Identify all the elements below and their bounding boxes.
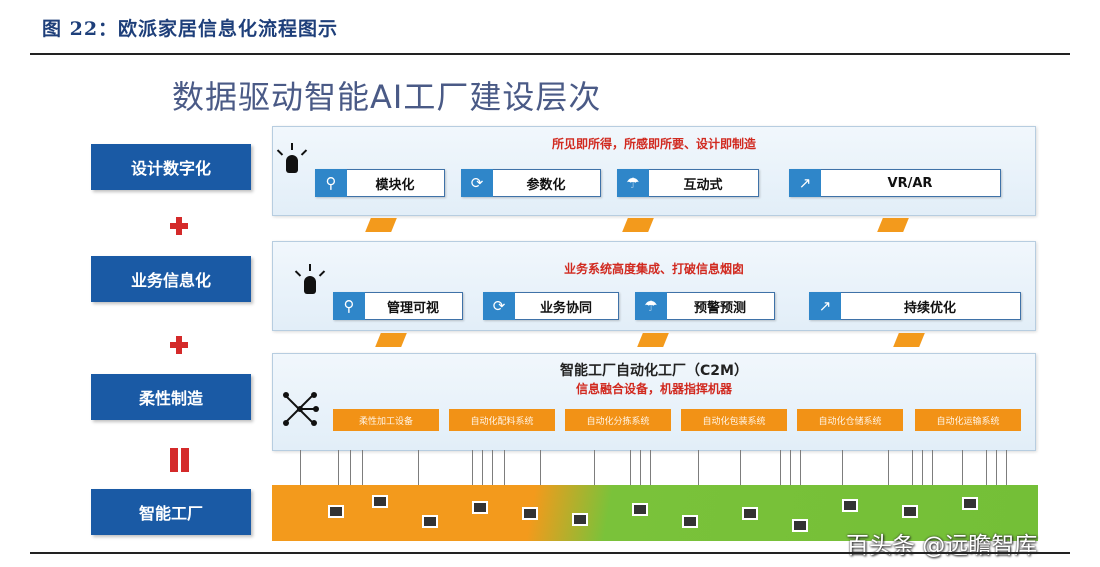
connector-arrow	[877, 218, 909, 232]
machine-icon	[422, 515, 438, 528]
connector-arrow	[375, 333, 407, 347]
panel-design-layer: 所见即所得，所感即所要、设计即制造 ⚲ 模块化 ⟳ 参数化 ☂ 互动式 ↗ VR…	[272, 126, 1036, 216]
search-icon: ⚲	[315, 169, 347, 197]
item-continuous-optimization: ↗ 持续优化	[809, 292, 1021, 320]
system-auto-batching: 自动化配料系统	[449, 409, 555, 431]
lightbulb-icon	[276, 143, 308, 177]
figure-caption: 图 22：欧派家居信息化流程图示	[42, 18, 339, 40]
factory-floor-image	[272, 485, 1038, 541]
label-smart-factory: 智能工厂	[91, 489, 251, 535]
system-auto-sorting: 自动化分拣系统	[565, 409, 671, 431]
item-modular: ⚲ 模块化	[315, 169, 445, 197]
machine-icon	[522, 507, 538, 520]
connector-arrow	[637, 333, 669, 347]
machine-icon	[902, 505, 918, 518]
item-business-collaboration: ⟳ 业务协同	[483, 292, 619, 320]
machine-icon	[472, 501, 488, 514]
machine-icon	[632, 503, 648, 516]
plus-icon	[168, 215, 190, 237]
umbrella-icon: ☂	[635, 292, 667, 320]
plus-icon	[168, 334, 190, 356]
item-warning-forecast: ☂ 预警预测	[635, 292, 775, 320]
connector-arrow	[365, 218, 397, 232]
system-flexible-processing: 柔性加工设备	[333, 409, 439, 431]
connector-arrow	[893, 333, 925, 347]
top-rule	[30, 53, 1070, 55]
umbrella-icon: ☂	[617, 169, 649, 197]
system-auto-packaging: 自动化包装系统	[681, 409, 787, 431]
item-parametric: ⟳ 参数化	[461, 169, 601, 197]
c2m-subtitle: 信息融合设备，机器指挥机器	[575, 382, 732, 396]
label-flexible-manufacturing: 柔性制造	[91, 374, 251, 420]
machine-icon	[792, 519, 808, 532]
line-chart-icon: ↗	[809, 292, 841, 320]
bottom-rule	[30, 552, 1070, 554]
machine-icon	[328, 505, 344, 518]
line-chart-icon: ↗	[789, 169, 821, 197]
item-visual-management: ⚲ 管理可视	[333, 292, 463, 320]
panel-business-layer: 业务系统高度集成、打破信息烟囱 ⚲ 管理可视 ⟳ 业务协同 ☂ 预警预测 ↗ 持…	[272, 241, 1036, 331]
machine-icon	[372, 495, 388, 508]
layer-subtitle: 业务系统高度集成、打破信息烟囱	[563, 262, 744, 276]
machine-icon	[842, 499, 858, 512]
label-design-digitalization: 设计数字化	[91, 144, 251, 190]
pause-icon	[168, 448, 190, 472]
system-auto-transport: 自动化运输系统	[915, 409, 1021, 431]
label-business-informatization: 业务信息化	[91, 256, 251, 302]
layer-subtitle: 所见即所得，所感即所要、设计即制造	[551, 137, 756, 151]
c2m-title: 智能工厂自动化工厂（C2M）	[560, 363, 748, 379]
lightbulb-icon	[294, 264, 326, 298]
machine-icon	[682, 515, 698, 528]
network-hub-icon	[283, 392, 319, 426]
machine-icon	[572, 513, 588, 526]
diagram-title: 数据驱动智能AI工厂建设层次	[172, 78, 602, 116]
watermark: 百头条 @远瞻智库	[846, 533, 1038, 559]
machine-icon	[742, 507, 758, 520]
refresh-icon: ⟳	[461, 169, 493, 197]
search-icon: ⚲	[333, 292, 365, 320]
panel-c2m-layer: 智能工厂自动化工厂（C2M） 信息融合设备，机器指挥机器 柔性加工设备 自动化配…	[272, 353, 1036, 451]
connector-arrow	[622, 218, 654, 232]
refresh-icon: ⟳	[483, 292, 515, 320]
item-vr-ar: ↗ VR/AR	[789, 169, 1001, 197]
item-interactive: ☂ 互动式	[617, 169, 759, 197]
connection-lines	[272, 450, 1034, 485]
system-auto-warehousing: 自动化仓储系统	[797, 409, 903, 431]
machine-icon	[962, 497, 978, 510]
